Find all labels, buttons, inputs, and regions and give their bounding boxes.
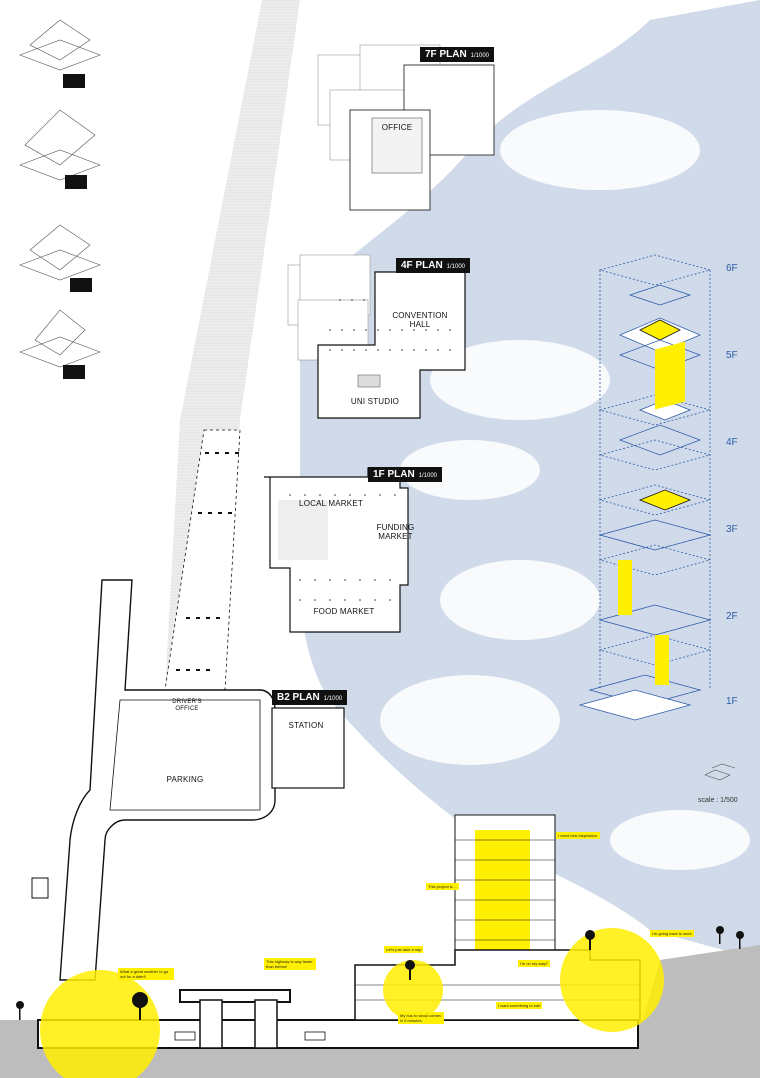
room-label: OFFICE (381, 123, 413, 132)
isometric-sketches (19, 19, 101, 368)
room-label: LOCAL MARKET (299, 499, 363, 508)
floor-label-3f: 3F (726, 524, 738, 535)
plan-title: 1F PLAN (373, 469, 415, 480)
room-label: CONVENTION HALL (392, 311, 448, 329)
floor-stack (578, 254, 712, 721)
section-drawing (0, 814, 760, 1078)
plan-scale: 1/1000 (470, 53, 490, 59)
ground-road (31, 579, 276, 981)
room-label: UNI STUDIO (350, 397, 400, 406)
plan-scale: 1/1000 (418, 473, 438, 479)
sketch-tags (63, 74, 92, 379)
room-label: STATION (288, 721, 324, 730)
speech-bubble: I need new inspiration. (556, 832, 601, 839)
plan-7f (317, 44, 495, 211)
speech-bubble: Let's just take a nap (384, 946, 424, 953)
speech-bubble: I'm going back to work (650, 930, 694, 937)
speech-bubble: My bus to seoul comes in 5 minutes. (398, 1012, 444, 1024)
plan-4f (287, 254, 466, 419)
speech-bubble: What a great weather to go out for a dat… (118, 968, 174, 980)
plan-title: 7F PLAN (425, 49, 467, 60)
plan-title: 4F PLAN (401, 260, 443, 271)
floor-label-2f: 2F (726, 611, 738, 622)
speech-bubble: I want something to eat! (496, 1002, 543, 1009)
plan-title: B2 PLAN (277, 692, 320, 703)
floor-label-6f: 6F (726, 263, 738, 274)
floor-label-4f: 4F (726, 437, 738, 448)
plan-grid-dots (289, 299, 451, 601)
scale-icon (704, 763, 736, 781)
floor-label-1f: 1F (726, 696, 738, 707)
speech-bubble: This project is ... (426, 883, 460, 890)
sky-clouds (296, 0, 760, 960)
speech-bubble: This highway is way faster than before! (264, 958, 316, 970)
room-label: FOOD MARKET (313, 607, 375, 616)
parking-label: PARKING (166, 775, 204, 784)
plan-b2 (271, 707, 345, 789)
speech-bubble: I'm on my way!! (518, 960, 550, 967)
vertical-circulation (618, 341, 685, 685)
drivers-office-label: DRIVER'S OFFICE (172, 699, 202, 712)
scale-label: scale : 1/500 (698, 797, 738, 804)
plan-scale: 1/1000 (323, 696, 343, 702)
room-label: FUNDING MARKET (376, 523, 415, 541)
highway (164, 0, 300, 691)
floor-label-5f: 5F (726, 350, 738, 361)
plan-scale: 1/1000 (446, 264, 466, 270)
